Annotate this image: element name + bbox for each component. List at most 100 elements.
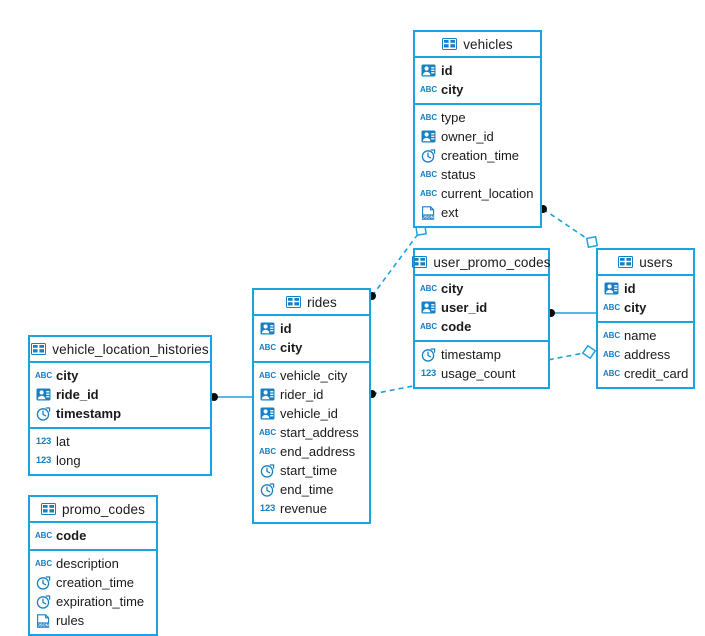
connector-square-marker [581,344,597,360]
field-name: creation_time [56,575,135,590]
number-123-icon: 123 [259,503,276,514]
svg-text:JSON: JSON [423,214,434,219]
field-row-ext[interactable]: JSON ext [415,203,540,222]
table-title: vehicles [463,36,513,52]
field-name: timestamp [56,406,122,421]
abc-string-icon: ABC [602,369,621,378]
abc-string-icon: ABC [419,284,438,293]
field-row-id[interactable]: id [598,279,693,298]
clock-icon [260,463,275,478]
field-name: id [280,321,292,336]
field-name: status [441,167,476,182]
field-row-creation_time[interactable]: creation_time [415,146,540,165]
table-header-rides[interactable]: rides [254,290,369,316]
table-header-user_promo_codes[interactable]: user_promo_codes [412,250,551,276]
field-name: city [441,281,464,296]
field-name: rules [56,613,85,628]
field-row-id[interactable]: id [254,319,369,338]
field-row-creation_time[interactable]: creation_time [30,573,156,592]
field-name: city [624,300,647,315]
key-person-icon [260,407,275,420]
field-row-expiration_time[interactable]: expiration_time [30,592,156,611]
field-row-id[interactable]: id [415,61,540,80]
field-name: code [441,319,472,334]
table-grid-icon [618,256,634,268]
table-grid-icon [286,296,302,308]
connector-line-rel-vehicles-users [542,208,593,243]
clock-icon [421,148,436,163]
field-name: code [56,528,87,543]
connector-square-marker [585,235,599,249]
table-title: rides [307,294,337,310]
field-row-user_id[interactable]: user_id [415,298,548,317]
number-123-icon: 123 [35,436,52,447]
abc-string-icon: ABC [34,559,53,568]
json-document-icon: JSON [421,205,436,220]
field-row-start_time[interactable]: start_time [254,461,369,480]
table-title: promo_codes [62,501,145,517]
field-name: ext [441,205,459,220]
abc-string-icon: ABC [419,189,438,198]
field-name: address [624,347,671,362]
field-row-vehicle_id[interactable]: vehicle_id [254,404,369,423]
key-person-icon [421,64,436,77]
field-row-timestamp[interactable]: timestamp [415,345,548,364]
field-name: id [441,63,453,78]
table-header-promo_codes[interactable]: promo_codes [30,497,156,523]
field-name: current_location [441,186,534,201]
abc-string-icon: ABC [34,531,53,540]
table-header-vehicles[interactable]: vehicles [415,32,540,58]
field-row-rules[interactable]: JSON rules [30,611,156,630]
number-123-icon: 123 [420,368,437,379]
field-row-owner_id[interactable]: owner_id [415,127,540,146]
field-row-ride_id[interactable]: ride_id [30,385,210,404]
key-person-icon [421,301,436,314]
clock-icon [36,575,51,590]
field-row-rider_id[interactable]: rider_id [254,385,369,404]
field-name: credit_card [624,366,689,381]
key-person-icon [604,282,619,295]
table-header-users[interactable]: users [598,250,693,276]
table-grid-icon [412,256,428,268]
field-name: expiration_time [56,594,145,609]
field-name: id [624,281,636,296]
table-title: vehicle_location_histories [52,341,209,357]
field-row-end_time[interactable]: end_time [254,480,369,499]
svg-text:JSON: JSON [38,622,49,627]
table-header-vehicle_location_histories[interactable]: vehicle_location_histories [30,337,210,363]
field-row-timestamp[interactable]: timestamp [30,404,210,423]
table-title: user_promo_codes [433,254,551,270]
field-name: city [280,340,303,355]
